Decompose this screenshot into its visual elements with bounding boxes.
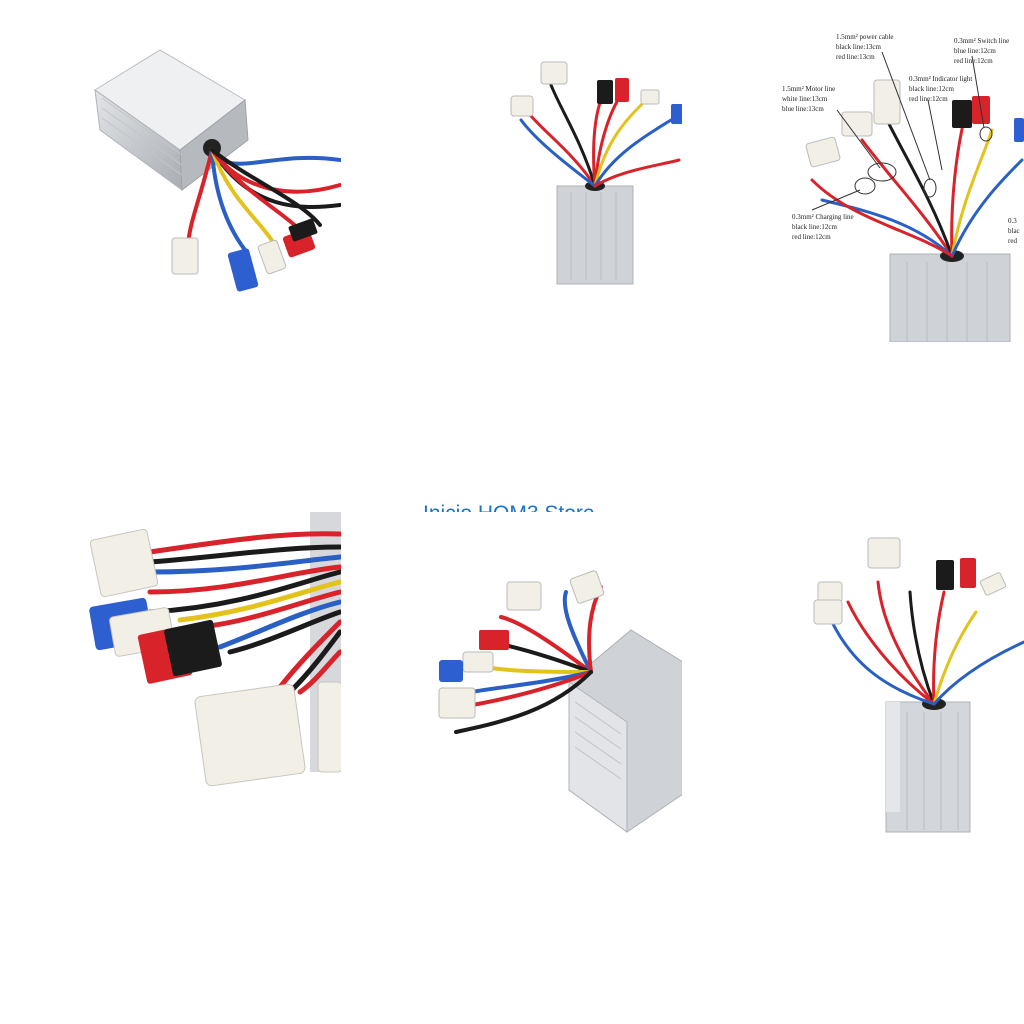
controller-top-illustration — [510, 61, 683, 285]
connectors-closeup-illustration — [89, 512, 342, 787]
controller-side-illustration — [438, 570, 683, 833]
product-image-front[interactable] — [0, 0, 342, 342]
product-image-connectors[interactable] — [0, 512, 342, 854]
product-image-annotated[interactable]: 1.5mm² power cable black line:13cm red l… — [682, 0, 1024, 342]
annotation-motor-line: 1.5mm² Motor line white line:13cm blue l… — [782, 85, 836, 113]
product-image-top-alt[interactable] — [682, 512, 1024, 854]
annotation-indicator-light: 0.3mm² Indicator light black line:12cm r… — [909, 75, 973, 103]
annotation-power-cable: 1.5mm² power cable black line:13cm red l… — [836, 33, 894, 61]
annotation-partial: 0.3 blac red — [1008, 217, 1020, 245]
product-image-side[interactable] — [341, 512, 683, 854]
controller-top-alt-illustration — [813, 537, 1024, 833]
annotation-charging-line: 0.3mm² Charging line black line:12cm red… — [792, 213, 854, 241]
controller-annotated-illustration — [805, 51, 1024, 342]
annotation-switch-line: 0.3mm² Switch line blue line:12cm red li… — [954, 37, 1010, 65]
controller-front-illustration — [94, 49, 342, 292]
product-image-top[interactable] — [341, 0, 683, 342]
